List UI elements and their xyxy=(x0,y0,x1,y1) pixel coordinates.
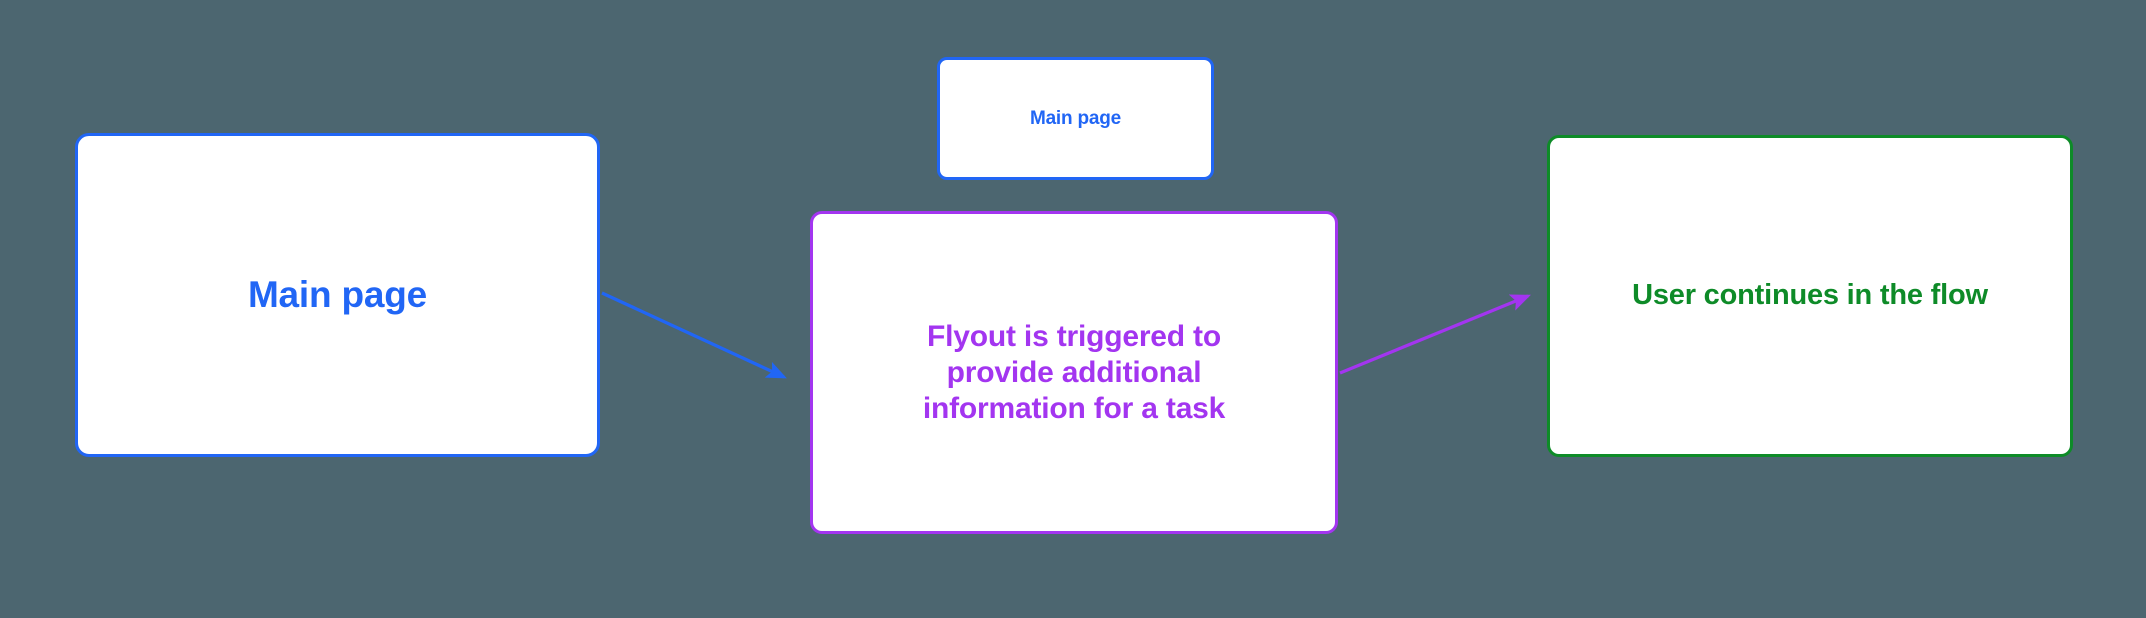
edge-flyout-to-user-continues xyxy=(1339,294,1531,375)
node-flyout-label: Flyout is triggered to provide additiona… xyxy=(922,319,1226,425)
node-main-page-small[interactable]: Main page xyxy=(937,57,1214,180)
node-main-page-small-label: Main page xyxy=(1029,107,1122,129)
node-main-page-large[interactable]: Main page xyxy=(75,133,600,457)
node-main-page-large-label: Main page xyxy=(247,274,428,316)
edge-main-page-to-flyout xyxy=(601,291,787,379)
node-user-continues-label: User continues in the flow xyxy=(1632,279,1988,312)
node-user-continues[interactable]: User continues in the flow xyxy=(1547,135,2073,457)
node-flyout[interactable]: Flyout is triggered to provide additiona… xyxy=(810,211,1338,534)
